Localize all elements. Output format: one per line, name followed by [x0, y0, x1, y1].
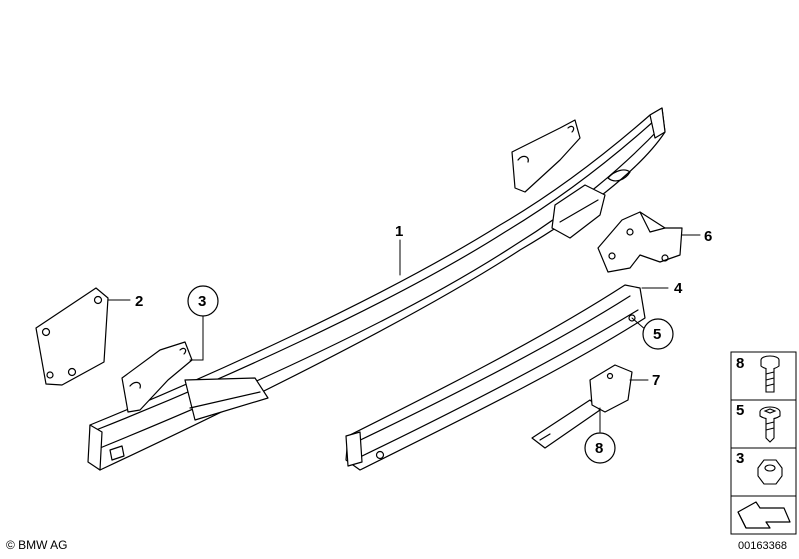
hardware-legend: 8 5 3 — [730, 351, 797, 535]
mounting-plate-part — [35, 287, 109, 386]
callout-8-circle — [584, 432, 616, 464]
torx-screw-icon — [759, 406, 781, 443]
legend-number-bolt: 8 — [736, 355, 744, 372]
callout-5: 5 — [653, 326, 661, 343]
callout-2: 2 — [135, 293, 143, 310]
callout-1: 1 — [395, 223, 403, 240]
callout-6: 6 — [704, 228, 712, 245]
hex-bolt-icon — [760, 355, 780, 393]
legend-number-nut: 3 — [736, 450, 744, 467]
small-bracket-part — [531, 364, 633, 449]
copyright-label: © BMW AG — [6, 538, 68, 552]
leader-lines — [107, 234, 701, 433]
legend-number-screw: 5 — [736, 402, 744, 419]
forward-arrow-icon — [737, 501, 791, 529]
lower-support-beam-part — [345, 284, 646, 471]
callout-8: 8 — [595, 440, 603, 457]
callout-3-circle — [187, 285, 219, 317]
callout-4: 4 — [674, 280, 683, 297]
callout-7: 7 — [652, 372, 660, 389]
tow-bracket-part — [597, 211, 683, 273]
callout-5-circle — [642, 318, 674, 350]
hex-nut-icon — [757, 459, 783, 485]
diagram-id-label: 00163368 — [738, 540, 787, 552]
callout-3: 3 — [198, 293, 206, 310]
bumper-carrier-part — [87, 107, 666, 471]
